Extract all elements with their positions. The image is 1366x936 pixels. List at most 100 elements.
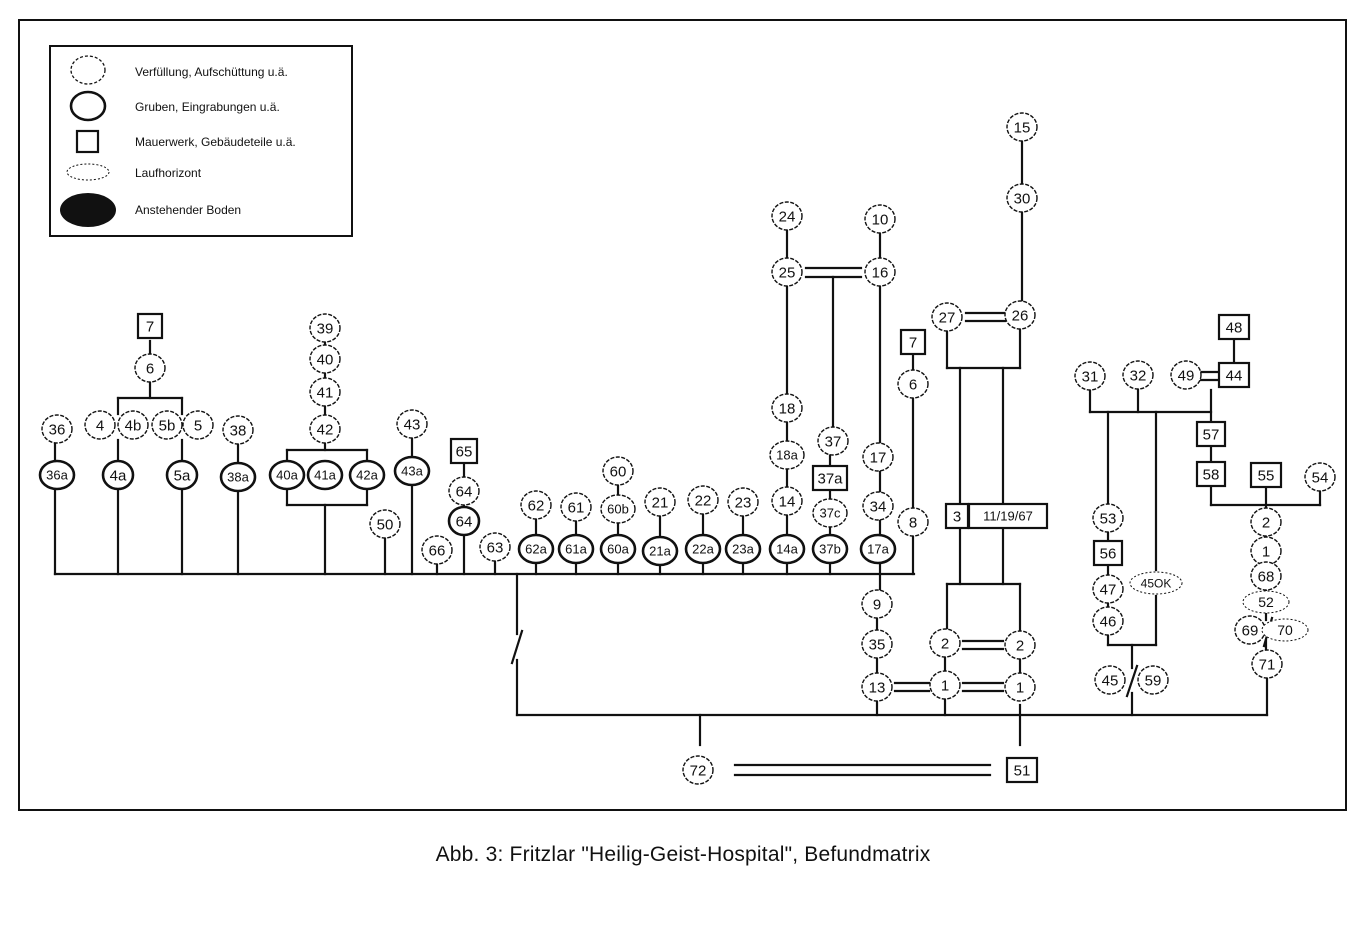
node-shape	[1004, 630, 1036, 660]
node-label: 64	[456, 483, 473, 500]
node-7-box: 7	[136, 312, 164, 340]
node-38a-pit: 38a	[219, 461, 257, 493]
node-label: 62	[528, 497, 545, 514]
node-3-box: 3	[944, 502, 970, 530]
node-shape	[1251, 649, 1283, 679]
node-41-fill: 41	[309, 377, 341, 407]
node-label: 47	[1100, 581, 1117, 598]
node-shape	[812, 498, 848, 528]
node-4a-pit: 4a	[101, 459, 135, 491]
node-53-fill: 53	[1092, 503, 1124, 533]
node-shape	[811, 533, 849, 565]
node-17-fill: 17	[862, 442, 894, 472]
node-1-fill: 1	[1250, 536, 1282, 566]
node-48-box: 48	[1217, 313, 1251, 341]
node-68-fill: 68	[1250, 561, 1282, 591]
node-shape	[862, 491, 894, 521]
node-24-fill: 24	[771, 201, 803, 231]
node-7-box: 7	[899, 328, 927, 356]
node-label: 27	[939, 309, 956, 326]
node-4b-fill: 4b	[117, 410, 149, 440]
node-shape	[134, 353, 166, 383]
node-shape	[84, 410, 116, 440]
node-label: 55	[1258, 467, 1275, 484]
node-label: 2	[1262, 514, 1270, 531]
node-label: 21	[652, 494, 669, 511]
node-label: 36	[49, 421, 66, 438]
node-shape	[1004, 672, 1036, 702]
node-shape	[520, 490, 552, 520]
node-label: 1	[1262, 543, 1270, 560]
node-2-fill: 2	[1250, 507, 1282, 537]
node-label: 54	[1312, 469, 1329, 486]
node-shape	[861, 672, 893, 702]
node-72-fill: 72	[682, 755, 714, 785]
node-35-fill: 35	[861, 629, 893, 659]
node-label: 15	[1014, 119, 1031, 136]
node-label: 60b	[607, 502, 629, 517]
node-label: 46	[1100, 613, 1117, 630]
node-71-fill: 71	[1251, 649, 1283, 679]
node-32-fill: 32	[1122, 360, 1154, 390]
legend-wall-symbol	[75, 129, 100, 154]
node-22-fill: 22	[687, 485, 719, 515]
node-38-fill: 38	[222, 415, 254, 445]
node-59-fill: 59	[1137, 665, 1169, 695]
legend-walk-symbol	[66, 163, 110, 181]
node-shape	[1094, 665, 1126, 695]
node-36-fill: 36	[41, 414, 73, 444]
node-61a-pit: 61a	[557, 533, 595, 565]
node-54-fill: 54	[1304, 462, 1336, 492]
node-label: 5	[194, 417, 202, 434]
node-60a-pit: 60a	[599, 533, 637, 565]
node-label: 21a	[649, 544, 671, 559]
node-shape	[557, 533, 595, 565]
node-shape	[1122, 360, 1154, 390]
node-2-fill: 2	[1004, 630, 1036, 660]
node-label: 51	[1014, 762, 1031, 779]
node-shape	[182, 410, 214, 440]
node-label: 32	[1130, 367, 1147, 384]
node-40-fill: 40	[309, 344, 341, 374]
node-6-fill: 6	[134, 353, 166, 383]
node-label: 4	[96, 417, 104, 434]
node-60-fill: 60	[602, 456, 634, 486]
node-label: 68	[1258, 568, 1275, 585]
node-shape	[1195, 460, 1227, 488]
node-label: 22a	[692, 542, 714, 557]
node-shape	[641, 535, 679, 567]
node-label: 58	[1203, 466, 1220, 483]
node-shape	[771, 393, 803, 423]
node-shape	[769, 440, 805, 470]
node-label: 9	[873, 596, 881, 613]
node-14a-pit: 14a	[768, 533, 806, 565]
node-label: 52	[1258, 594, 1274, 610]
node-label: 14	[779, 493, 796, 510]
node-label: 42a	[356, 468, 378, 483]
node-34-fill: 34	[862, 491, 894, 521]
node-23-fill: 23	[727, 487, 759, 517]
legend-label-natural: Anstehender Boden	[135, 203, 241, 217]
node-label: 37a	[817, 470, 843, 487]
node-label: 48	[1226, 319, 1243, 336]
node-31-fill: 31	[1074, 361, 1106, 391]
node-label: 8	[909, 514, 917, 531]
node-41a-pit: 41a	[306, 459, 344, 491]
node-9-fill: 9	[861, 589, 893, 619]
node-5a-pit: 5a	[165, 459, 199, 491]
node-37b-pit: 37b	[811, 533, 849, 565]
node-label: 38a	[227, 470, 249, 485]
node-shape	[560, 492, 592, 522]
node-shape	[1137, 665, 1169, 695]
legend-frame	[49, 45, 353, 237]
node-label: 1	[1016, 679, 1024, 696]
node-49-fill: 49	[1170, 360, 1202, 390]
node-shape	[1217, 361, 1251, 389]
node-shape	[517, 533, 555, 565]
node-42a-pit: 42a	[348, 459, 386, 491]
node-label: 26	[1012, 307, 1029, 324]
node-shape	[309, 313, 341, 343]
legend-label-wall: Mauerwerk, Gebäudeteile u.ä.	[135, 135, 296, 149]
node-shape	[136, 312, 164, 340]
